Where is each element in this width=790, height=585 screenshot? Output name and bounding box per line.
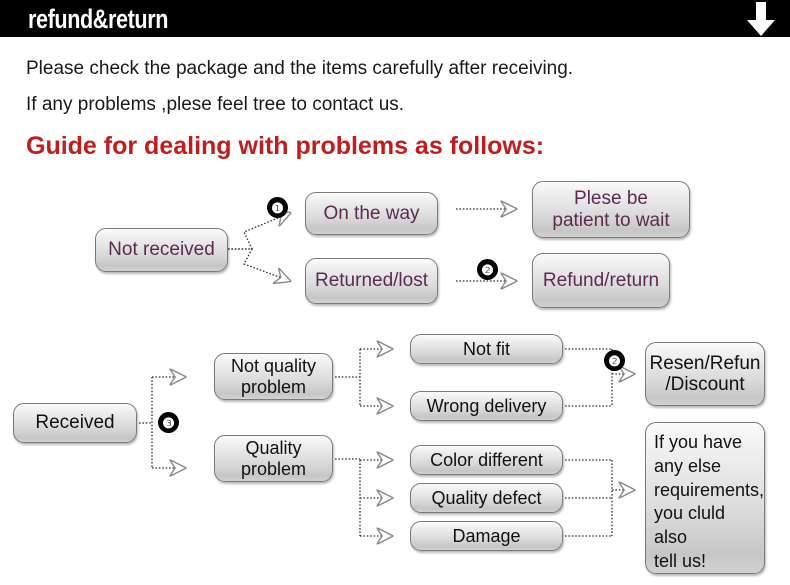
node-label: Returned/lost (314, 270, 428, 292)
node-label-line-2: problem (240, 376, 307, 397)
node-label-line-2: /Discount (665, 374, 745, 395)
page-title: refund&return (28, 4, 168, 34)
node-label: Not fit (462, 338, 510, 359)
node-label-line-2: problem (240, 458, 307, 479)
node-on-the-way[interactable]: On the way (305, 192, 438, 235)
node-reason-wrong-delivery[interactable]: Wrong delivery (410, 391, 563, 421)
node-quality-problem[interactable]: Quality problem (214, 435, 333, 482)
node-reason-quality-defect[interactable]: Quality defect (410, 483, 563, 513)
node-label: Not received (108, 239, 215, 261)
node-label-line-1: Quality (245, 438, 302, 459)
node-reason-damage[interactable]: Damage (410, 521, 563, 551)
node-patient-wait[interactable]: Plese be patient to wait (532, 181, 690, 238)
header-bar: refund&return (0, 0, 790, 37)
node-label: Quality defect (431, 487, 542, 508)
note-line-1: If you have (654, 432, 743, 452)
badge-step-2: ❷ (477, 259, 498, 280)
node-label-line-1: Not quality (230, 356, 317, 377)
note-line-2: any else (654, 455, 722, 476)
node-extra-requirements-note[interactable]: If you have any else requirements, you c… (645, 422, 765, 574)
arrow-down-icon (747, 2, 775, 36)
node-reason-not-fit[interactable]: Not fit (410, 334, 563, 364)
intro-line-2: If any problems ,plese feel tree to cont… (26, 94, 405, 115)
guide-heading: Guide for dealing with problems as follo… (26, 132, 545, 160)
node-resend-refund-discount[interactable]: Resen/Refun /Discount (645, 342, 765, 406)
node-returned-lost[interactable]: Returned/lost (305, 258, 438, 304)
node-reason-color-different[interactable]: Color different (410, 445, 563, 475)
node-not-received[interactable]: Not received (95, 228, 228, 272)
badge-step-3: ❸ (158, 412, 179, 433)
node-label: Received (35, 412, 115, 434)
node-label-line-1: Resen/Refun (649, 352, 761, 374)
node-received[interactable]: Received (13, 403, 137, 443)
node-label: Wrong delivery (426, 395, 547, 416)
badge-step-2-lower: ❷ (604, 350, 625, 371)
node-label: Color different (430, 449, 543, 470)
node-refund-return[interactable]: Refund/return (532, 253, 670, 308)
node-label-line-1: Plese be (574, 188, 648, 210)
node-label: Refund/return (542, 269, 660, 291)
node-not-quality-problem[interactable]: Not quality problem (214, 353, 333, 400)
node-label-line-2: patient to wait (552, 209, 670, 231)
note-line-4: you cluld also (654, 503, 726, 547)
intro-line-1: Please check the package and the items c… (26, 58, 574, 79)
node-label: On the way (323, 202, 420, 224)
node-label: Damage (452, 525, 521, 546)
note-line-3: requirements, (654, 479, 765, 500)
badge-step-1: ❶ (267, 197, 288, 218)
note-line-5: tell us! (654, 550, 707, 571)
